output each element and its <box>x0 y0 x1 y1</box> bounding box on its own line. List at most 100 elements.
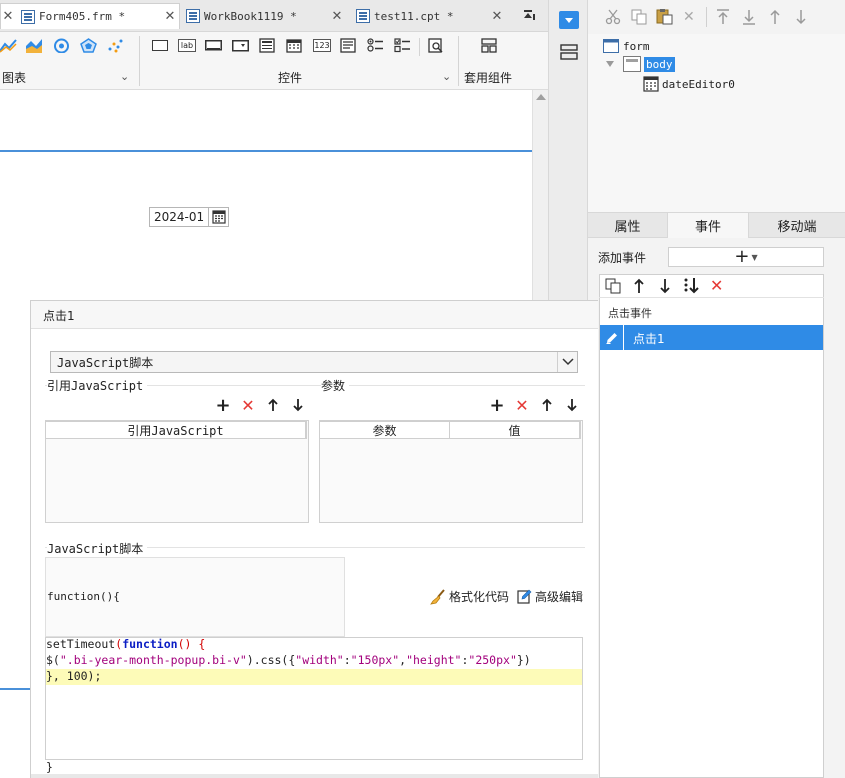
close-icon[interactable]: ✕ <box>2 9 14 24</box>
tab-form405[interactable]: ✕ Form405.frm * ✕ <box>0 3 180 29</box>
ref-js-column-header[interactable]: 引用JavaScript <box>46 422 306 438</box>
move-up-icon[interactable] <box>768 9 782 28</box>
code-token: ( <box>115 637 123 651</box>
paste-icon[interactable] <box>656 8 673 28</box>
close-icon[interactable]: ✕ <box>164 9 176 24</box>
combo-box-control-icon[interactable] <box>232 40 249 55</box>
label-control-icon[interactable]: lab <box>178 39 196 52</box>
tab-events[interactable]: 事件 <box>667 213 749 238</box>
radar-chart-icon[interactable] <box>80 38 97 53</box>
search-control-icon[interactable] <box>428 38 445 53</box>
tab-overflow-icon[interactable] <box>522 8 536 25</box>
chevron-down-icon[interactable]: ⌄ <box>120 70 130 83</box>
delete-icon[interactable]: ✕ <box>683 9 695 25</box>
edit-pencil-icon[interactable] <box>600 325 624 350</box>
tab-properties[interactable]: 属性 <box>614 220 641 235</box>
move-down-icon[interactable] <box>794 9 808 28</box>
button-control-icon[interactable] <box>205 40 222 55</box>
delete-ref-js-icon[interactable]: ✕ <box>241 395 255 415</box>
property-tabs: 属性 事件 移动端 <box>588 212 845 238</box>
code-token: : <box>461 653 469 667</box>
tab-test11[interactable]: test11.cpt * ✕ <box>350 3 510 29</box>
layout-panel-icon[interactable] <box>560 44 578 63</box>
scatter-chart-icon[interactable] <box>107 38 124 53</box>
move-to-top-icon[interactable] <box>716 9 730 28</box>
ref-js-table-header: 引用JavaScript <box>45 421 307 439</box>
scroll-up-icon[interactable] <box>536 94 546 100</box>
canvas-guide-line <box>0 150 532 152</box>
gauge-chart-icon[interactable] <box>53 38 70 54</box>
dialog-title: 点击1 <box>31 301 598 329</box>
tree-node-label: dateEditor0 <box>662 77 735 91</box>
calendar-icon[interactable] <box>208 208 228 226</box>
number-control-icon[interactable]: 123 <box>313 39 331 52</box>
checkbox-group-control-icon[interactable] <box>394 38 411 53</box>
list-control-icon[interactable] <box>259 38 276 53</box>
tree-node-label: form <box>623 39 650 53</box>
close-icon[interactable]: ✕ <box>331 8 343 24</box>
params-table-header: 参数 值 <box>319 421 581 439</box>
tab-mobile[interactable]: 移动端 <box>777 220 817 235</box>
dialog-horizontal-scrollbar[interactable] <box>31 774 598 778</box>
delete-icon[interactable]: ✕ <box>710 276 724 295</box>
move-down-icon[interactable] <box>658 278 672 297</box>
move-to-bottom-icon[interactable] <box>683 277 701 298</box>
report-file-icon <box>356 9 370 23</box>
move-up-icon[interactable] <box>632 278 646 297</box>
canvas-guide-line <box>0 688 30 690</box>
delete-param-icon[interactable]: ✕ <box>515 395 529 415</box>
code-token: "250px" <box>468 653 517 667</box>
ribbon-group-controls: 控件 <box>278 71 303 85</box>
add-event-button[interactable]: + ▼ <box>668 247 824 267</box>
function-header-text: function(){ <box>47 590 120 603</box>
ref-js-section-label: 引用JavaScript <box>47 377 148 394</box>
tab-label: Form405.frm * <box>39 10 126 23</box>
date-editor-widget[interactable]: 2024-01 <box>149 207 229 227</box>
text-area-control-icon[interactable] <box>340 38 357 53</box>
expand-triangle-icon[interactable] <box>606 61 614 67</box>
close-icon[interactable]: ✕ <box>491 8 503 24</box>
add-event-plus: + <box>734 246 750 267</box>
code-token: "width" <box>295 653 344 667</box>
code-token: : <box>343 653 351 667</box>
tree-node-date-editor[interactable]: dateEditor0 <box>643 76 735 92</box>
template-component-icon[interactable] <box>481 38 498 53</box>
line-chart-icon[interactable] <box>0 38 17 53</box>
event-toolbar: ✕ <box>599 274 824 298</box>
code-token: }) <box>516 653 531 667</box>
date-control-icon[interactable] <box>286 38 303 53</box>
add-ref-js-icon[interactable]: + <box>215 394 231 416</box>
widget-library-toggle-button[interactable] <box>559 11 579 29</box>
radio-group-control-icon[interactable] <box>367 38 384 53</box>
area-chart-icon[interactable] <box>26 38 43 53</box>
code-token: ).css({ <box>246 653 296 667</box>
move-down-icon[interactable] <box>564 397 580 413</box>
value-column-header[interactable]: 值 <box>450 422 580 438</box>
add-event-label: 添加事件 <box>598 251 647 265</box>
edit-icon <box>517 589 532 604</box>
format-code-button[interactable]: 格式化代码 <box>430 588 509 605</box>
add-param-icon[interactable]: + <box>489 394 505 416</box>
advanced-edit-button[interactable]: 高级编辑 <box>517 588 583 605</box>
script-type-select[interactable]: JavaScript脚本 <box>50 351 578 373</box>
chevron-down-icon[interactable] <box>557 352 577 372</box>
code-editor[interactable] <box>45 637 583 760</box>
tab-workbook1119[interactable]: WorkBook1119 * ✕ <box>180 3 350 29</box>
move-up-icon[interactable] <box>265 397 281 413</box>
section-divider <box>45 385 585 386</box>
move-up-icon[interactable] <box>539 397 555 413</box>
text-box-control-icon[interactable] <box>152 40 168 51</box>
ribbon-separator <box>139 36 140 86</box>
cut-icon[interactable] <box>605 9 621 28</box>
widget-tree-toolbar: ✕ <box>588 0 845 34</box>
move-down-icon[interactable] <box>290 397 306 413</box>
tree-node-form[interactable]: form <box>603 39 650 53</box>
ribbon: 图表 ⌄ lab 123 控件 ⌄ 套用组件 <box>0 32 548 90</box>
param-column-header[interactable]: 参数 <box>320 422 450 438</box>
copy-icon[interactable] <box>631 9 647 28</box>
copy-event-icon[interactable] <box>605 278 621 297</box>
tree-node-body[interactable]: body <box>623 56 675 72</box>
chevron-down-icon[interactable]: ⌄ <box>442 70 452 83</box>
event-row-click1[interactable]: 点击1 <box>600 325 823 350</box>
move-to-bottom-icon[interactable] <box>742 9 756 28</box>
